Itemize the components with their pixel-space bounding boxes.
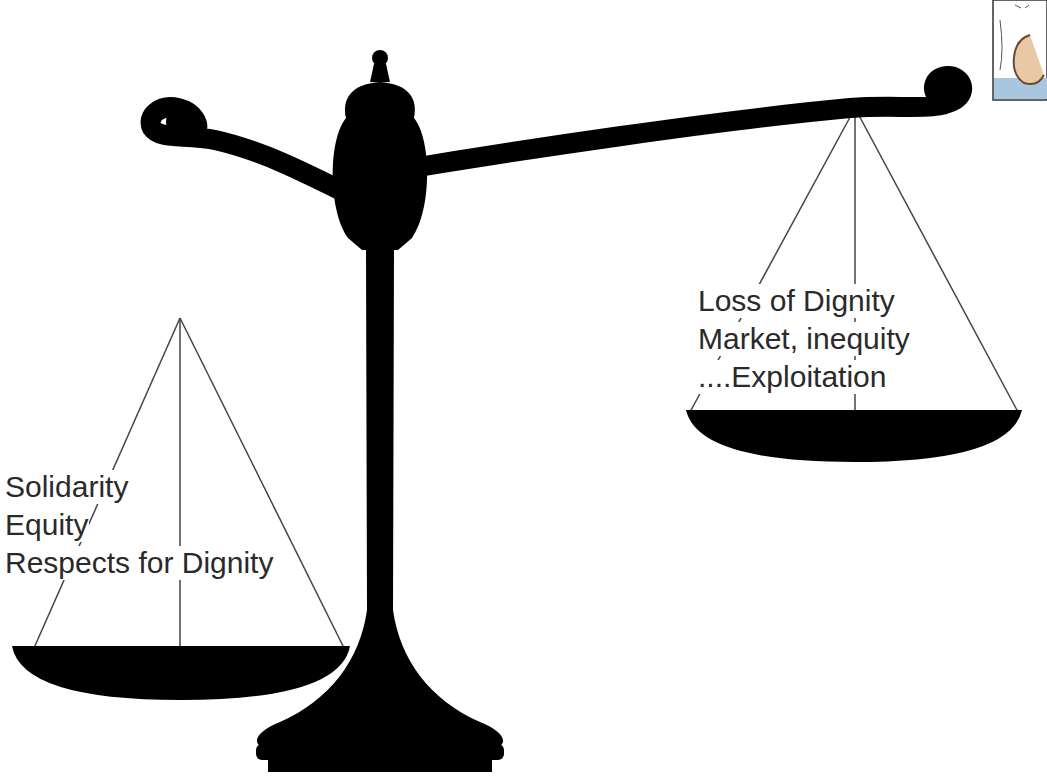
pan-label: Equity [4, 508, 89, 542]
pan-label: ....Exploitation [697, 360, 887, 394]
pan-label: Respects for Dignity [4, 546, 274, 580]
scale-column [256, 50, 504, 772]
pan-label: Market, inequity [697, 322, 911, 356]
pan-label: Loss of Dignity [697, 284, 896, 318]
cartoon-thumbnail [993, 0, 1047, 100]
pan-label: Solidarity [4, 470, 129, 504]
right-pan [686, 108, 1022, 462]
scale-beam [151, 76, 964, 200]
